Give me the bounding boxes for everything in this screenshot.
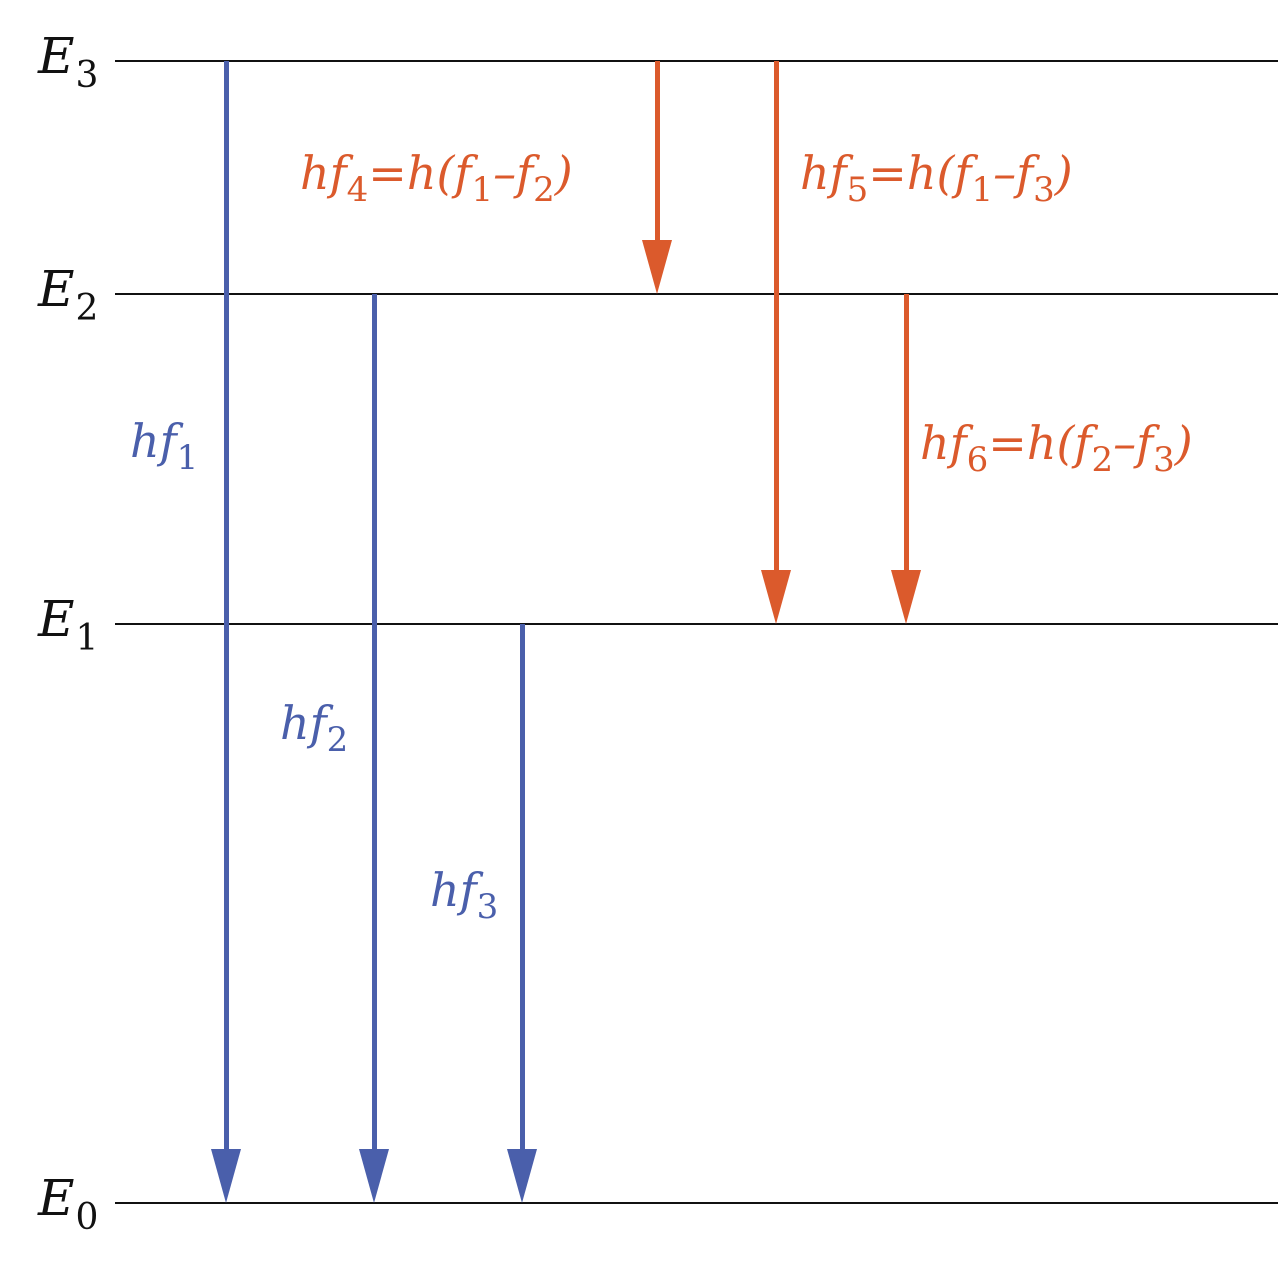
energy-level-label-e0: E0 [38, 1173, 98, 1236]
label-text: –f [1113, 416, 1154, 470]
label-subscript: 2 [326, 720, 349, 760]
transition-label-f6: hf6=h(f2–f3) [920, 420, 1193, 477]
level-subscript: 0 [75, 1197, 99, 1238]
label-subscript: 2 [1091, 440, 1114, 480]
transition-label-f4: hf4=h(f1–f2) [300, 150, 573, 207]
label-text: =h(f [368, 146, 472, 200]
level-subscript: 1 [75, 618, 99, 659]
label-text: hf [300, 146, 347, 200]
energy-level-line-e2 [115, 293, 1278, 295]
transition-label-f5: hf5=h(f1–f3) [800, 150, 1073, 207]
label-text: –f [493, 146, 534, 200]
arrow-shaft [654, 61, 660, 244]
label-subscript: 1 [971, 170, 994, 210]
label-text: ) [554, 146, 573, 200]
label-text: –f [993, 146, 1034, 200]
arrow-shaft [903, 294, 909, 574]
label-subscript: 3 [476, 887, 499, 927]
arrow-head [891, 570, 921, 624]
label-subscript: 3 [1153, 440, 1175, 480]
label-text: hf [280, 696, 327, 750]
arrow-shaft [773, 61, 779, 574]
arrow-head [359, 1149, 389, 1203]
transition-label-f3: hf3 [430, 867, 498, 924]
arrow-head [211, 1149, 241, 1203]
level-subscript: 2 [75, 288, 99, 329]
label-subscript: 2 [533, 170, 555, 210]
label-subscript: 3 [1033, 170, 1055, 210]
label-text: ) [1174, 416, 1193, 470]
level-symbol: E [38, 1169, 75, 1227]
arrow-head [507, 1149, 537, 1203]
label-text: hf [800, 146, 847, 200]
label-subscript: 6 [966, 440, 989, 480]
label-subscript: 1 [471, 170, 494, 210]
label-text: hf [920, 416, 967, 470]
level-symbol: E [38, 27, 75, 85]
energy-level-label-e3: E3 [38, 31, 98, 94]
energy-level-line-e1 [115, 623, 1278, 625]
arrow-head [642, 240, 672, 294]
label-text: =h(f [868, 146, 972, 200]
level-symbol: E [38, 260, 75, 318]
label-subscript: 4 [346, 170, 369, 210]
arrow-shaft [519, 624, 525, 1153]
arrow-shaft [371, 294, 377, 1153]
energy-level-line-e3 [115, 60, 1278, 62]
transition-label-f1: hf1 [130, 418, 198, 475]
energy-level-label-e1: E1 [38, 594, 98, 657]
energy-level-line-e0 [115, 1202, 1278, 1204]
label-text: =h(f [988, 416, 1092, 470]
label-subscript: 1 [176, 438, 199, 478]
label-text: hf [130, 414, 177, 468]
level-symbol: E [38, 590, 75, 648]
transition-label-f2: hf2 [280, 700, 348, 757]
arrow-head [761, 570, 791, 624]
arrow-shaft [223, 61, 229, 1153]
label-subscript: 5 [846, 170, 869, 210]
label-text: hf [430, 863, 477, 917]
energy-level-label-e2: E2 [38, 264, 98, 327]
label-text: ) [1054, 146, 1073, 200]
level-subscript: 3 [75, 55, 99, 96]
